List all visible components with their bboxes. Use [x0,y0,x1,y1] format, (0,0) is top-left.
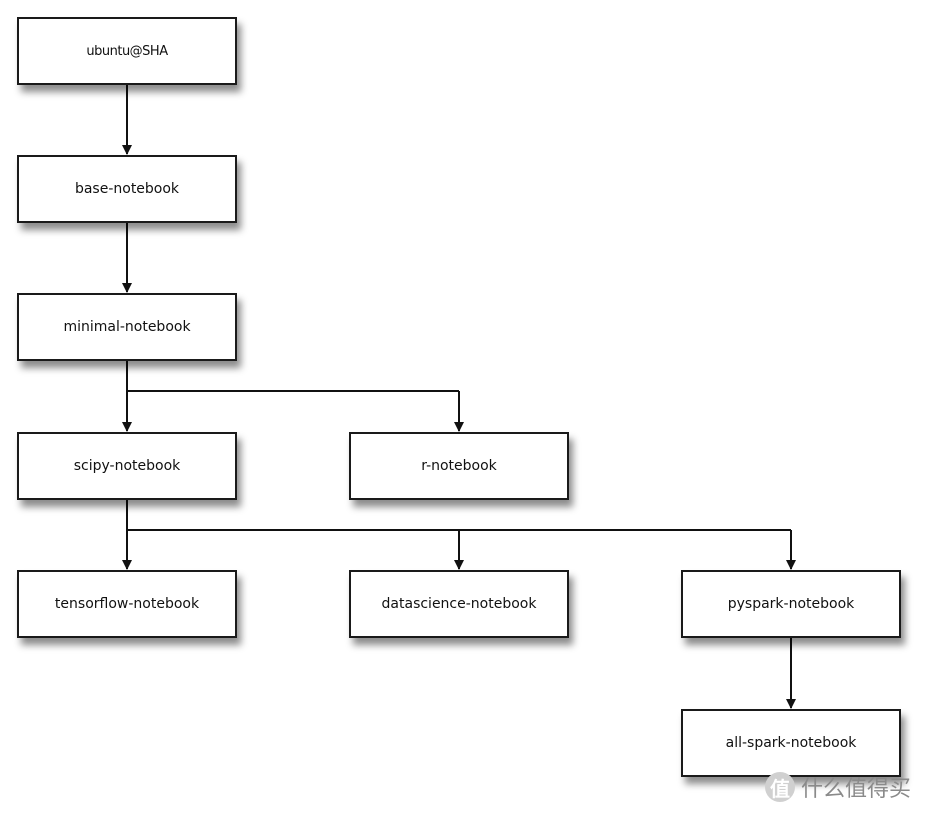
node-label: pyspark-notebook [727,596,855,612]
node-tensorflow-notebook: tensorflow-notebook [17,570,237,638]
node-scipy-notebook: scipy-notebook [17,432,237,500]
node-label: all-spark-notebook [725,735,857,751]
watermark: 值 什么值得买 [765,770,911,804]
node-label: tensorflow-notebook [54,596,200,612]
node-minimal-notebook: minimal-notebook [17,293,237,361]
node-pyspark-notebook: pyspark-notebook [681,570,901,638]
node-datascience-notebook: datascience-notebook [349,570,569,638]
watermark-text: 什么值得买 [801,777,912,802]
node-label: r-notebook [421,458,497,474]
node-r-notebook: r-notebook [349,432,569,500]
node-base-notebook: base-notebook [17,155,237,223]
node-all-spark-notebook: all-spark-notebook [681,709,901,777]
node-label: scipy-notebook [73,458,181,474]
node-label: datascience-notebook [381,596,537,612]
node-label: minimal-notebook [63,319,191,335]
node-label: base-notebook [74,181,180,197]
node-ubuntu-sha: ubuntu@SHA [17,17,237,85]
watermark-logo-icon: 值 [765,772,795,802]
node-label: ubuntu@SHA [86,43,168,59]
